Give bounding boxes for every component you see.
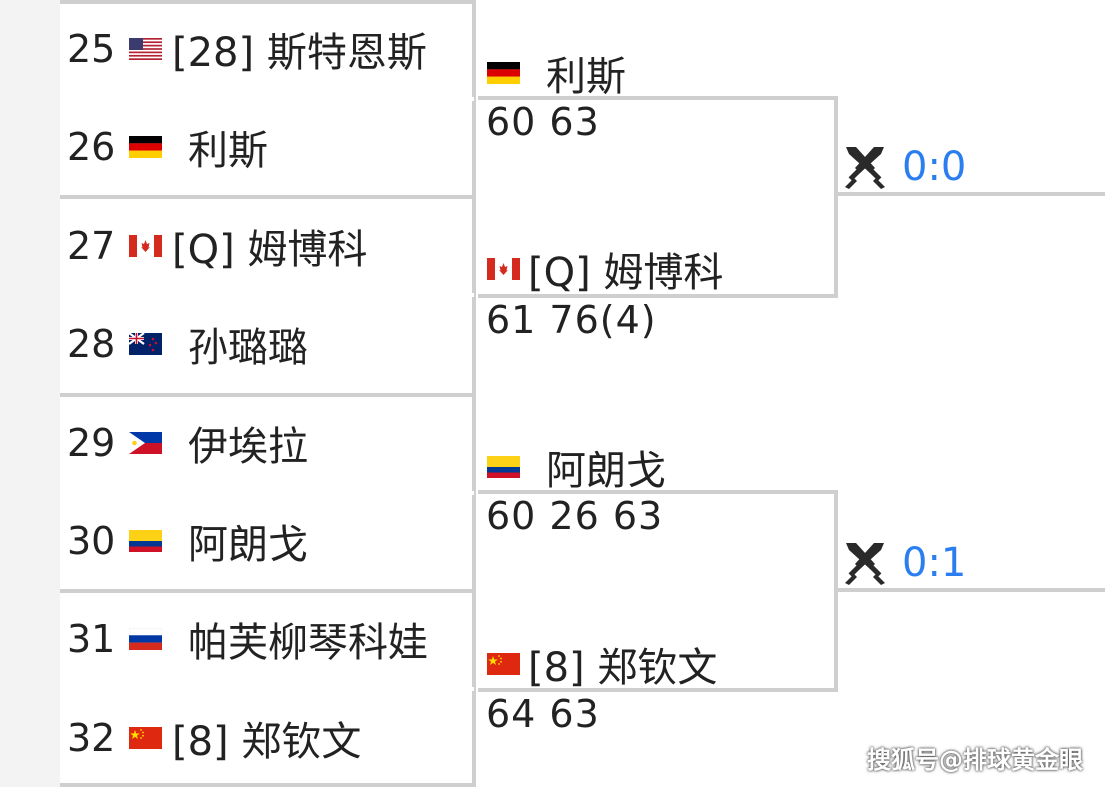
- bracket-line: [838, 192, 1105, 196]
- player-name: 利斯: [188, 128, 268, 175]
- set-score: 64 63: [486, 692, 600, 736]
- round2-player[interactable]: [8] 郑钦文: [487, 635, 717, 693]
- flag-germany-icon: [129, 136, 162, 159]
- player-name: 利斯: [546, 54, 626, 100]
- flag-colombia-icon: [129, 530, 162, 552]
- flag-colombia-icon: [487, 456, 520, 478]
- bracket-entry[interactable]: 32 [8] 郑钦文: [60, 689, 472, 787]
- round2-player[interactable]: 阿朗戈: [487, 438, 666, 496]
- player-name: [8] 郑钦文: [172, 718, 362, 765]
- bracket-line: [60, 589, 474, 593]
- player-name: 阿朗戈: [188, 522, 308, 568]
- player-name: 阿朗戈: [546, 448, 666, 494]
- bracket-entry[interactable]: 29 伊埃拉: [60, 394, 472, 492]
- player-name: [Q] 姆博科: [528, 250, 724, 296]
- watermark: 搜狐号@排球黄金眼: [867, 746, 1083, 774]
- draw-position: 26: [67, 125, 116, 170]
- bracket-line: [60, 491, 474, 495]
- bracket-line: [60, 783, 474, 787]
- set-score: 61 76(4): [486, 298, 657, 342]
- bracket-entry[interactable]: 27 [Q] 姆博科: [60, 197, 472, 295]
- draw-position: 29: [67, 420, 116, 465]
- bracket-line: [60, 393, 474, 397]
- bracket-line: [472, 589, 476, 787]
- flag-china-icon: [487, 653, 520, 675]
- player-name: 孙璐璐: [188, 325, 308, 372]
- round3-match[interactable]: 0:0: [842, 144, 966, 190]
- player-name: [28] 斯特恩斯: [172, 30, 427, 76]
- draw-position: 28: [67, 322, 116, 367]
- player-name: 帕芙柳琴科娃: [188, 620, 428, 667]
- bracket-line: [60, 293, 474, 297]
- flag-philippines-icon: [129, 431, 162, 454]
- draw-position: 25: [67, 27, 116, 71]
- player-name: [8] 郑钦文: [528, 645, 718, 691]
- flag-usa-icon: [129, 38, 162, 60]
- crossed-swords-icon: [842, 540, 888, 586]
- bracket-entry[interactable]: 31 帕芙柳琴科娃: [60, 590, 472, 688]
- match-score: 0:1: [902, 540, 967, 586]
- bracket-line: [60, 0, 474, 4]
- flag-china-icon: [129, 726, 162, 749]
- bracket-line: [472, 0, 476, 195]
- set-score: 60 63: [486, 100, 600, 144]
- flag-new-zealand-icon: [129, 333, 162, 356]
- match-score: 0:0: [902, 144, 967, 190]
- bracket-line: [478, 294, 838, 298]
- bracket-line: [472, 195, 476, 393]
- player-name: [Q] 姆博科: [172, 226, 368, 273]
- bracket-line: [60, 687, 474, 691]
- bracket-line: [834, 96, 838, 298]
- bracket-line: [60, 195, 474, 199]
- draw-position: 31: [67, 617, 116, 662]
- bracket-entry[interactable]: 25 [28] 斯特恩斯: [60, 0, 472, 98]
- flag-russia-icon: [129, 628, 162, 651]
- bracket-line: [478, 688, 838, 692]
- round2-player[interactable]: [Q] 姆博科: [487, 240, 723, 298]
- round2-player[interactable]: 利斯: [487, 44, 626, 102]
- bracket-line: [838, 588, 1105, 592]
- flag-canada-icon: [487, 258, 520, 280]
- draw-position: 30: [67, 519, 116, 563]
- bracket-entry[interactable]: 26 利斯: [60, 98, 472, 196]
- flag-canada-icon: [129, 234, 162, 257]
- bracket-entry[interactable]: 28 孙璐璐: [60, 295, 472, 393]
- player-name: 伊埃拉: [188, 423, 308, 470]
- bracket-line: [472, 393, 476, 589]
- bracket-line: [834, 490, 838, 692]
- bracket-line: [60, 97, 474, 101]
- bracket-line: [478, 490, 838, 494]
- round3-match[interactable]: 0:1: [842, 540, 966, 586]
- left-margin: [0, 0, 60, 787]
- bracket-line: [478, 96, 838, 100]
- draw-position: 27: [67, 223, 116, 268]
- bracket-entry[interactable]: 30 阿朗戈: [60, 492, 472, 590]
- crossed-swords-icon: [842, 144, 888, 190]
- flag-germany-icon: [487, 62, 520, 84]
- set-score: 60 26 63: [486, 494, 664, 538]
- draw-position: 32: [67, 715, 116, 760]
